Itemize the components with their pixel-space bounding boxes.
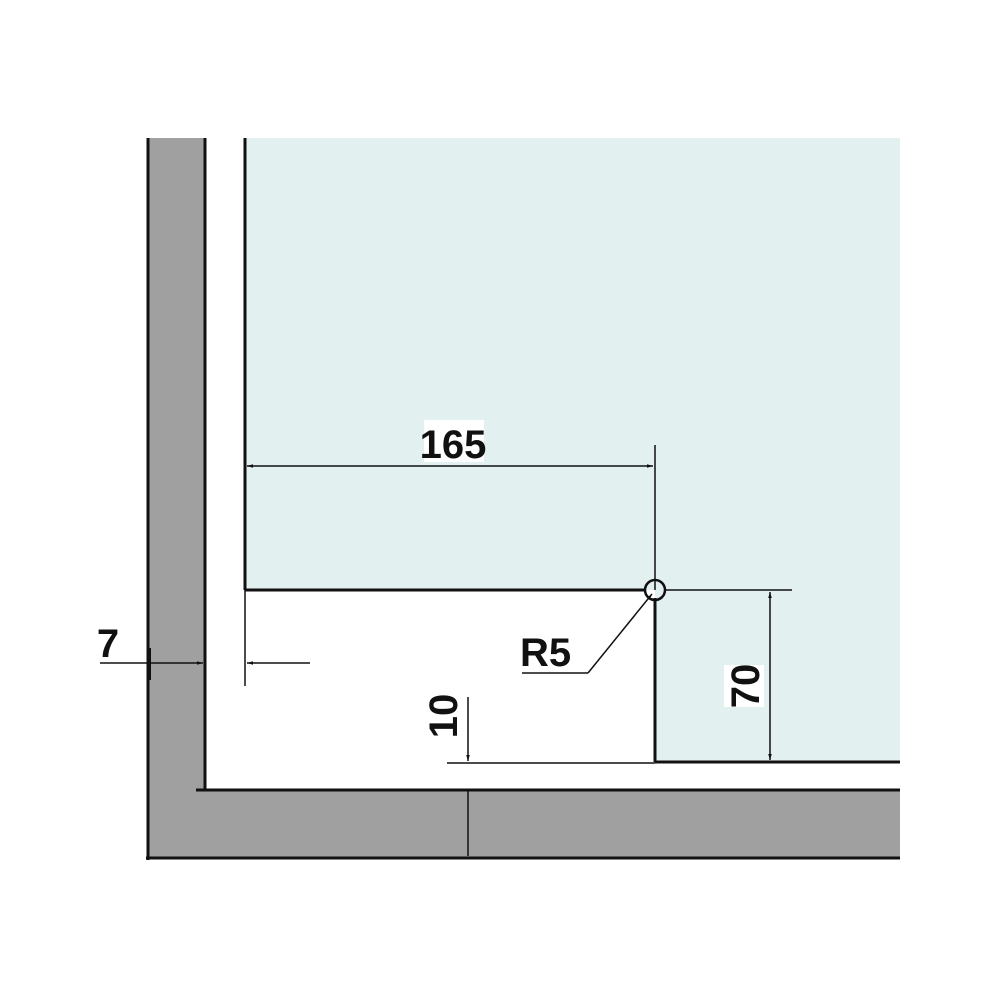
frame-profile: [146, 138, 900, 860]
dimension-r5: R5: [520, 593, 653, 675]
dimension-label-7: 7: [97, 622, 119, 666]
dimension-70: 70: [665, 589, 792, 760]
dimension-label-70: 70: [724, 664, 768, 709]
dimension-165: 165: [247, 420, 656, 590]
dimension-label-10: 10: [422, 694, 466, 739]
dimension-label-r5: R5: [520, 631, 571, 675]
dimension-7: 7: [97, 590, 310, 686]
glass-panel: [243, 138, 900, 764]
dimension-10: 10: [422, 694, 655, 856]
dimension-label-165: 165: [420, 423, 487, 467]
